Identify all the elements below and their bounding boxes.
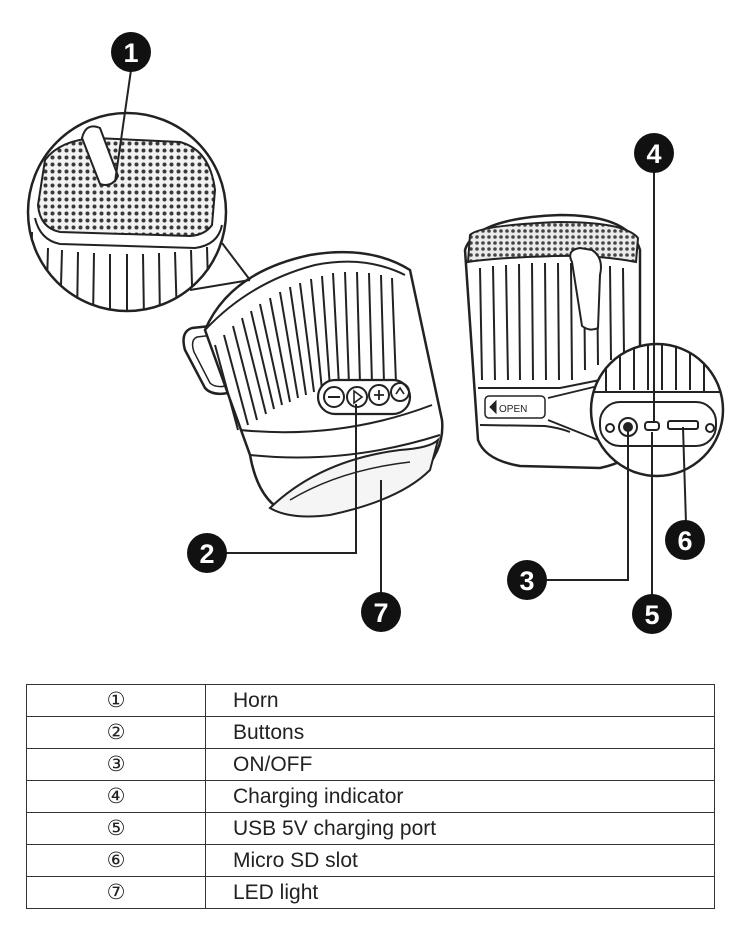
open-label: OPEN (499, 404, 527, 415)
table-row: ① Horn (26, 684, 715, 717)
part-name: USB 5V charging port (205, 812, 715, 845)
svg-text:2: 2 (199, 539, 214, 569)
parts-table: ① Horn ② Buttons ③ ON/OFF ④ Charging ind… (26, 684, 715, 909)
table-row: ③ ON/OFF (26, 748, 715, 781)
callout-1: 1 (111, 32, 151, 72)
leader-lines (225, 170, 687, 600)
callout-7: 7 (361, 592, 401, 632)
table-row: ② Buttons (26, 716, 715, 749)
horn-zoom-circle (26, 69, 251, 313)
part-name: Horn (205, 684, 715, 717)
callout-5: 5 (632, 594, 672, 634)
part-number: ④ (26, 780, 206, 813)
speaker-front-view (182, 250, 444, 518)
svg-text:7: 7 (373, 598, 388, 628)
speaker-diagram: OPEN (26, 32, 725, 634)
part-number: ③ (26, 748, 206, 781)
svg-text:5: 5 (644, 600, 659, 630)
part-number: ② (26, 716, 206, 749)
part-name: LED light (205, 876, 715, 909)
part-number: ⑥ (26, 844, 206, 877)
part-number: ① (26, 684, 206, 717)
part-number: ⑦ (26, 876, 206, 909)
svg-text:6: 6 (677, 526, 692, 556)
part-name: Charging indicator (205, 780, 715, 813)
part-name: Micro SD slot (205, 844, 715, 877)
callout-3: 3 (507, 560, 547, 600)
part-name: ON/OFF (205, 748, 715, 781)
svg-text:4: 4 (646, 139, 661, 169)
table-row: ④ Charging indicator (26, 780, 715, 813)
part-name: Buttons (205, 716, 715, 749)
ports-zoom-circle (589, 342, 725, 478)
callout-6: 6 (665, 520, 705, 560)
table-row: ⑦ LED light (26, 876, 715, 909)
table-row: ⑥ Micro SD slot (26, 844, 715, 877)
callout-4: 4 (634, 133, 674, 173)
table-row: ⑤ USB 5V charging port (26, 812, 715, 845)
callout-2: 2 (187, 533, 227, 573)
svg-text:1: 1 (123, 38, 138, 68)
svg-text:3: 3 (519, 566, 534, 596)
part-number: ⑤ (26, 812, 206, 845)
